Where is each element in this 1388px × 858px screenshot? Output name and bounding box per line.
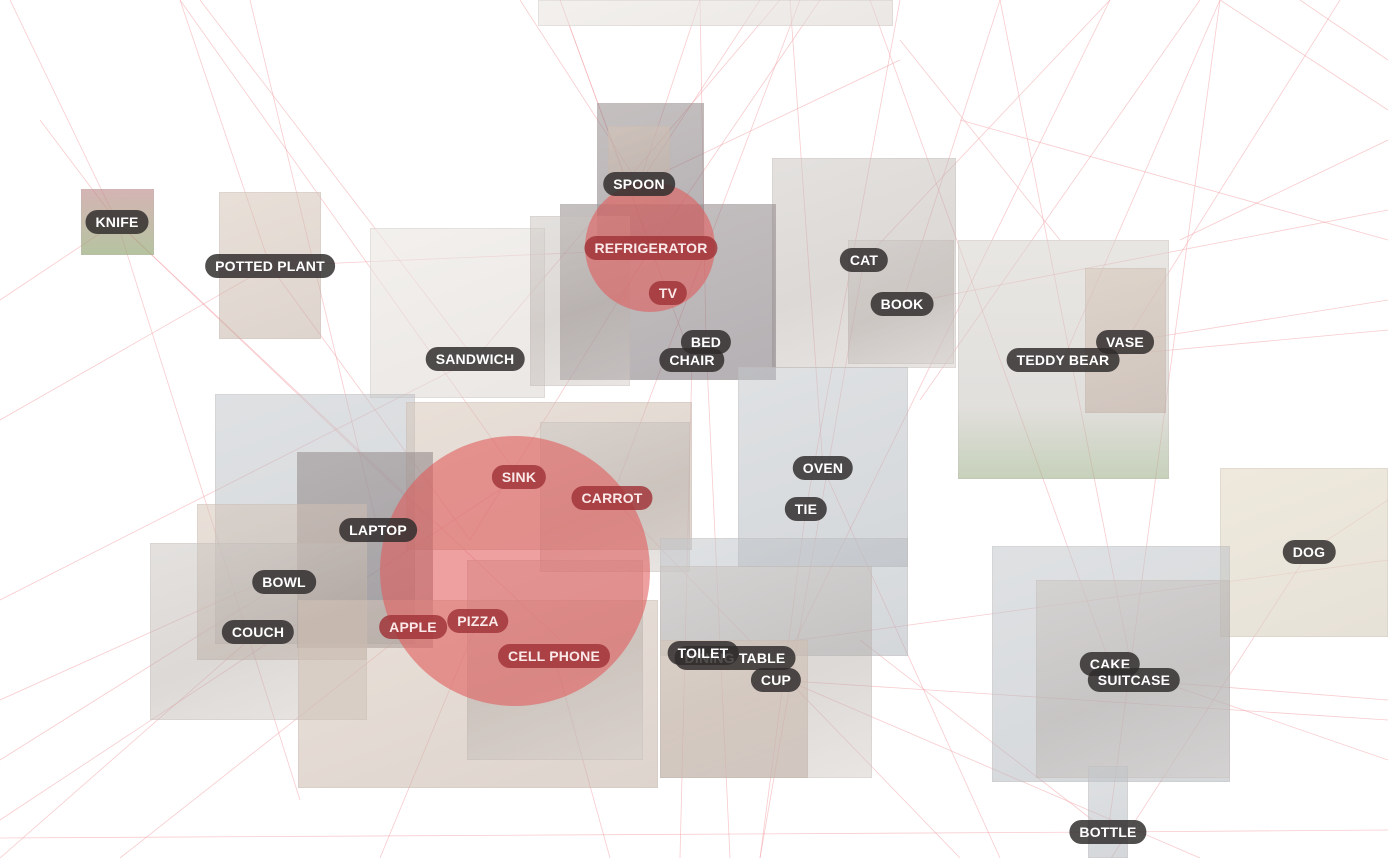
label-refrigerator[interactable]: REFRIGERATOR xyxy=(584,236,718,260)
label-teddy-bear[interactable]: TEDDY BEAR xyxy=(1006,348,1120,372)
connection-line xyxy=(1299,0,1388,61)
image-tile-top xyxy=(538,0,893,26)
label-sandwich[interactable]: SANDWICH xyxy=(425,347,525,371)
label-tie[interactable]: TIE xyxy=(784,497,828,521)
connection-line xyxy=(959,119,1388,241)
label-bowl[interactable]: BOWL xyxy=(252,570,316,594)
connection-line xyxy=(1219,0,1388,111)
connection-line xyxy=(0,831,1109,839)
label-tv[interactable]: TV xyxy=(648,281,688,305)
label-cup[interactable]: CUP xyxy=(750,668,802,692)
label-sink[interactable]: SINK xyxy=(491,465,547,489)
label-chair[interactable]: CHAIR xyxy=(659,348,725,372)
label-carrot[interactable]: CARROT xyxy=(571,486,653,510)
label-cat[interactable]: CAT xyxy=(839,248,889,272)
label-knife[interactable]: KNIFE xyxy=(85,210,149,234)
label-bottle[interactable]: BOTTLE xyxy=(1069,820,1147,844)
label-cell-phone[interactable]: CELL PHONE xyxy=(498,644,610,668)
label-dog[interactable]: DOG xyxy=(1282,540,1336,564)
label-laptop[interactable]: LAPTOP xyxy=(339,518,417,542)
label-oven[interactable]: OVEN xyxy=(792,456,854,480)
label-couch[interactable]: COUCH xyxy=(221,620,295,644)
connection-line xyxy=(1107,829,1388,833)
connection-line xyxy=(899,39,1061,241)
label-suitcase[interactable]: SUITCASE xyxy=(1087,668,1181,692)
connection-line xyxy=(859,639,1109,833)
label-toilet[interactable]: TOILET xyxy=(667,641,739,665)
label-potted-plant[interactable]: POTTED PLANT xyxy=(205,254,335,278)
label-pizza[interactable]: PIZZA xyxy=(447,609,509,633)
label-book[interactable]: BOOK xyxy=(870,292,934,316)
image-tile-bottle[interactable] xyxy=(1088,766,1128,858)
connection-line xyxy=(9,0,118,223)
connection-line xyxy=(1179,139,1388,241)
label-spoon[interactable]: SPOON xyxy=(603,172,675,196)
label-apple[interactable]: APPLE xyxy=(379,615,447,639)
image-tile-sandwich[interactable] xyxy=(370,228,545,398)
